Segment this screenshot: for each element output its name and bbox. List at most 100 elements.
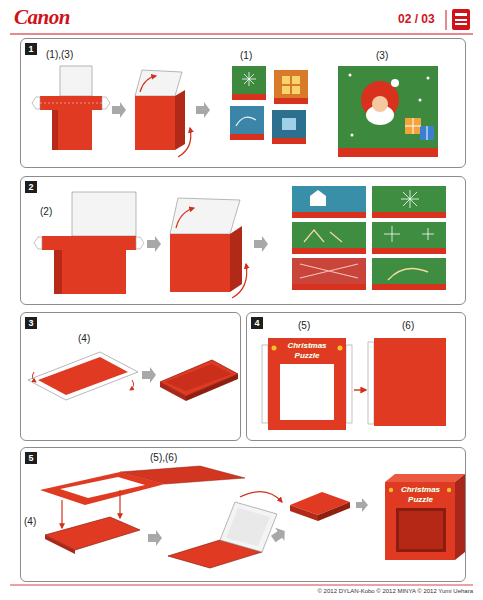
long-puzzle-tiles-part xyxy=(372,258,446,284)
lid-assembly-figure-part xyxy=(61,500,62,528)
long-box-net-figure-part xyxy=(54,250,126,294)
step-panel: 4 xyxy=(246,312,466,441)
long-puzzle-tiles-part xyxy=(292,186,366,212)
lid-sheet-part xyxy=(368,338,446,426)
lid-assembly-figure-part xyxy=(119,490,120,518)
long-puzzle-tiles-part xyxy=(401,190,419,208)
lid-frame-part-part xyxy=(346,345,352,423)
long-box-net-figure-part xyxy=(136,237,144,249)
santa-puzzle-tile-part xyxy=(349,74,352,77)
header-rule xyxy=(10,10,473,34)
long-puzzle-tiles-part xyxy=(372,222,446,248)
tray-figure-part xyxy=(186,374,238,401)
step-arrow xyxy=(112,102,126,118)
finished-box xyxy=(385,474,465,560)
box-net-figure-part xyxy=(52,110,92,150)
page-number: 02 / 03 xyxy=(398,12,435,26)
part-callout: (3) xyxy=(376,50,388,62)
long-puzzle-tiles-part xyxy=(388,268,428,280)
small-puzzle-tiles-part xyxy=(236,117,256,126)
step-number: 1 xyxy=(25,43,37,55)
small-puzzle-tiles-part xyxy=(230,106,264,134)
page-icon-part xyxy=(455,13,467,16)
closed-box-figure-part xyxy=(290,505,318,521)
box-net-figure-part xyxy=(102,97,110,109)
long-puzzle-tiles-part xyxy=(300,264,358,278)
long-box-folding-figure-part xyxy=(176,208,194,228)
long-puzzle-tiles-part xyxy=(372,284,446,290)
small-puzzle-tiles-part xyxy=(292,86,300,94)
finished-box-part xyxy=(455,474,465,560)
long-puzzle-tiles-part xyxy=(304,230,342,242)
santa-puzzle-tile-part xyxy=(372,96,388,112)
box-closing-figure-part xyxy=(220,502,277,552)
finished-box-part xyxy=(385,482,455,560)
santa-puzzle-tile-part xyxy=(338,66,438,148)
small-puzzle-tiles-part xyxy=(242,72,256,86)
small-puzzle-tiles-part xyxy=(282,86,290,94)
part-callout: (4) xyxy=(78,333,90,345)
part-callout: (1),(3) xyxy=(46,49,73,61)
printed-title: Christmas Puzzle xyxy=(281,341,333,360)
long-puzzle-tiles-part xyxy=(372,186,446,212)
step-number: 3 xyxy=(25,317,37,329)
santa-puzzle-tile-part xyxy=(405,118,427,140)
part-callout: (6) xyxy=(402,320,414,332)
long-box-folding-figure-part xyxy=(232,264,247,298)
tray-figure-part xyxy=(45,535,75,554)
santa-puzzle-tile xyxy=(338,66,438,157)
small-puzzle-tiles-part xyxy=(272,138,306,144)
step-number: 5 xyxy=(25,452,37,464)
small-puzzle-tiles-part xyxy=(274,98,308,104)
tray-figure xyxy=(160,360,238,401)
long-box-folding-figure-part xyxy=(170,198,240,234)
finished-box-part xyxy=(385,474,465,482)
step-arrow xyxy=(147,236,161,252)
tray-net-figure xyxy=(28,352,138,400)
box-net-figure xyxy=(32,66,110,150)
box-folding-figure-part xyxy=(175,90,185,150)
small-puzzle-tiles-part xyxy=(232,94,266,100)
printed-title: Christmas Puzzle xyxy=(393,485,448,504)
box-net-figure-part xyxy=(40,96,102,110)
small-puzzle-tiles-part xyxy=(230,134,264,140)
header-rule-part xyxy=(10,34,473,35)
long-box-net-figure-part xyxy=(54,250,62,294)
box-folding-figure-part xyxy=(140,76,156,92)
lid-sheet-part-part xyxy=(368,342,374,424)
long-puzzle-tiles-part xyxy=(384,226,434,242)
finished-box-part xyxy=(389,488,393,492)
finished-box-part xyxy=(447,488,451,492)
santa-puzzle-tile-part xyxy=(419,99,422,102)
long-box-folding-figure-part xyxy=(230,226,242,292)
box-folding-figure-part xyxy=(135,70,182,96)
step-arrow xyxy=(356,498,368,512)
long-puzzle-tiles xyxy=(292,186,446,290)
lid-assembly-figure xyxy=(40,466,245,528)
step-arrow xyxy=(254,236,268,252)
header-rule-part xyxy=(446,10,447,30)
step-number: 2 xyxy=(25,181,37,193)
lid-frame-part xyxy=(262,338,352,430)
closed-box-figure-part xyxy=(318,502,350,521)
tray-net-figure-part xyxy=(130,380,134,390)
small-puzzle-tiles-part xyxy=(232,66,266,94)
page-icon xyxy=(452,9,470,30)
small-puzzle-tiles-part xyxy=(272,110,306,138)
long-box-net-figure-part xyxy=(34,237,42,249)
long-box-net-figure-part xyxy=(42,236,136,250)
santa-puzzle-tile-part xyxy=(351,134,354,137)
santa-puzzle-tile-part xyxy=(391,79,399,87)
small-puzzle-tiles-part xyxy=(274,70,308,98)
copyright-note: © 2012 DYLAN-Kobo © 2012 MINYA © 2012 Yu… xyxy=(318,588,473,594)
long-puzzle-tiles-part xyxy=(292,248,366,254)
long-box-folding-figure xyxy=(170,198,247,298)
lid-frame-part-part xyxy=(268,338,346,430)
long-box-net-figure-part xyxy=(72,192,136,236)
lid-assembly-figure-part xyxy=(60,477,145,498)
santa-puzzle-tile-part xyxy=(427,77,430,80)
long-puzzle-tiles-part xyxy=(372,212,446,218)
tray-net-figure-part xyxy=(38,357,128,395)
